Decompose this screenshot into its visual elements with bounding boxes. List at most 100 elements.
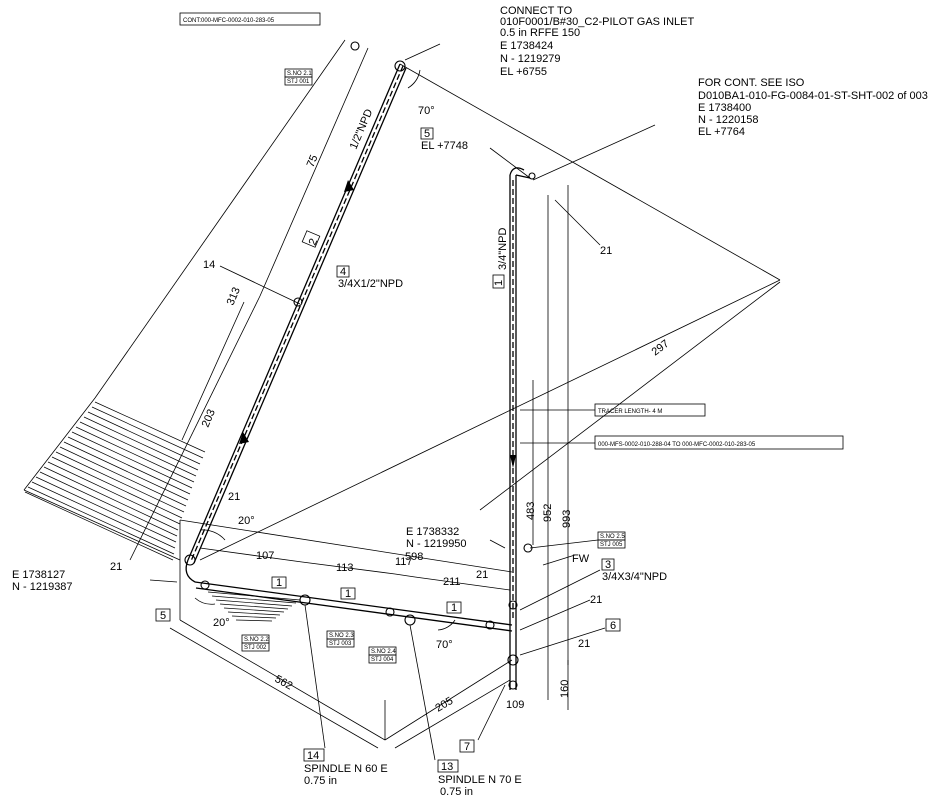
tag-4: 4 3/4X1/2"NPD	[336, 265, 403, 290]
svg-text:STJ 002: STJ 002	[244, 645, 267, 651]
dim-203: 203	[200, 408, 218, 430]
pipe-route	[185, 63, 531, 690]
slope-hatch-small	[207, 591, 301, 622]
connect-to-line2: 010F0001/B#30_C2-PILOT GAS INLET	[500, 16, 695, 28]
connect-to-line1: CONNECT TO	[500, 5, 573, 17]
svg-text:5: 5	[160, 610, 166, 622]
angle-20-upper: 20°	[238, 515, 255, 527]
dim-483: 483	[525, 502, 537, 520]
dim-21-d: 21	[600, 245, 612, 257]
svg-text:13: 13	[441, 761, 453, 773]
dim-21-c: 21	[476, 569, 488, 581]
flow-arrow-up	[344, 180, 354, 192]
weld-stamp-3: S.NO 2.3 STJ 003	[326, 630, 355, 648]
dim-75: 75	[305, 153, 321, 169]
angle-70-top: 70°	[418, 105, 435, 117]
svg-text:1: 1	[345, 588, 351, 600]
connect-to-line4: E 1738424	[500, 40, 553, 52]
flow-arrows	[239, 180, 516, 468]
spool-tag-h3: 1	[446, 601, 462, 614]
dim-21-a: 21	[228, 491, 240, 503]
tag-6: 6	[605, 618, 621, 632]
dim-313: 313	[225, 286, 243, 308]
construction-lines	[23, 39, 781, 741]
connect-to-line3: 0.5 in RFFE 150	[500, 27, 580, 39]
weld-stamp-5: S.NO 2.5 STJ 005	[597, 531, 626, 549]
tag-4-desc: 3/4X1/2"NPD	[338, 278, 403, 290]
tag-13-desc1: SPINDLE N 70 E	[438, 774, 522, 786]
svg-text:6: 6	[610, 620, 616, 632]
mid-coord-n: N - 1219950	[406, 538, 467, 550]
svg-text:000-MFS-0002-010-288-04 TO 000: 000-MFS-0002-010-288-04 TO 000-MFC-0002-…	[598, 442, 756, 448]
left-coord-n: N - 1219387	[12, 581, 73, 593]
dim-211: 211	[443, 576, 461, 588]
angle-20-lower: 20°	[213, 617, 230, 629]
svg-text:1: 1	[493, 280, 505, 286]
cont-iso-line5: EL +7764	[698, 126, 745, 138]
svg-text:STJ 005: STJ 005	[600, 542, 623, 548]
dim-109: 109	[506, 699, 524, 711]
connect-to-line5: N - 1219279	[500, 53, 561, 65]
svg-text:STJ 004: STJ 004	[371, 657, 394, 663]
svg-text:STJ 003: STJ 003	[329, 641, 352, 647]
svg-text:S.NO 2.1: S.NO 2.1	[287, 71, 312, 77]
dim-160: 160	[559, 680, 571, 698]
dim-21-b: 21	[110, 561, 122, 573]
tag-13: 13 SPINDLE N 70 E 0.75 in	[437, 759, 522, 798]
svg-text:S.NO 2.4: S.NO 2.4	[371, 649, 396, 655]
tag-13-desc2: 0.75 in	[440, 786, 473, 798]
angle-70-bottom: 70°	[436, 639, 453, 651]
svg-text:TRACER LENGTH- 4 M: TRACER LENGTH- 4 M	[598, 409, 662, 415]
svg-text:S.NO 2.3: S.NO 2.3	[329, 633, 354, 639]
svg-text:2: 2	[307, 237, 320, 247]
dimension-lines	[129, 47, 781, 761]
flow-arrow-mid	[239, 432, 249, 444]
weld-stamp-2: S.NO 2.2 STJ 002	[241, 634, 270, 652]
cont-iso-line4: N - 1220158	[698, 114, 759, 126]
dim-562: 562	[273, 673, 295, 692]
svg-text:S.NO 2.2: S.NO 2.2	[244, 637, 269, 643]
spool-tag-h1: 1	[271, 576, 287, 589]
dim-297: 297	[650, 338, 672, 359]
line-label-mfs: 000-MFS-0002-010-288-04 TO 000-MFC-0002-…	[594, 435, 844, 450]
tag-5-top: 5 EL +7748	[420, 127, 468, 152]
svg-text:STJ 001: STJ 001	[287, 79, 310, 85]
tag-5-bottom: 5	[155, 608, 171, 622]
line-label-cont-top: CONT:000-MFC-0002-010-283-05	[179, 12, 321, 26]
line-label-tracer: TRACER LENGTH- 4 M	[594, 403, 706, 417]
spool-tag-sloped: 2	[301, 230, 321, 248]
left-coord-e: E 1738127	[12, 569, 65, 581]
svg-text:S.NO 2.5: S.NO 2.5	[600, 534, 625, 540]
dim-117: 117	[395, 556, 413, 568]
dim-14: 14	[203, 259, 215, 271]
svg-text:14: 14	[307, 750, 319, 762]
svg-text:1: 1	[451, 602, 457, 614]
connect-to-line6: EL +6755	[500, 66, 547, 78]
tag-14-desc2: 0.75 in	[304, 775, 337, 787]
tag-5-el: EL +7748	[421, 140, 468, 152]
flow-arrow-down	[510, 455, 516, 468]
spool-tag-h2: 1	[340, 587, 356, 600]
tag-14-desc1: SPINDLE N 60 E	[304, 763, 388, 775]
svg-text:4: 4	[340, 266, 346, 278]
svg-text:CONT:000-MFC-0002-010-283-05: CONT:000-MFC-0002-010-283-05	[183, 18, 275, 24]
dim-21-e: 21	[590, 594, 602, 606]
slope-hatch	[23, 397, 206, 561]
weld-stamp-1: S.NO 2.1 STJ 001	[284, 68, 313, 86]
dim-993: 993	[561, 510, 573, 528]
dim-107: 107	[256, 550, 274, 562]
tag-14: 14 SPINDLE N 60 E 0.75 in	[303, 748, 388, 787]
dim-21-f: 21	[578, 638, 590, 650]
weld-stamp-4: S.NO 2.4 STJ 004	[368, 646, 397, 664]
connect-to-note: CONNECT TO 010F0001/B#30_C2-PILOT GAS IN…	[500, 5, 695, 78]
cont-iso-line1: FOR CONT. SEE ISO	[698, 77, 805, 89]
svg-text:5: 5	[424, 128, 430, 140]
cont-iso-line3: E 1738400	[698, 102, 751, 114]
svg-text:7: 7	[464, 741, 470, 753]
spool-tag-vertical: 1	[492, 274, 505, 289]
tag-3-desc: 3/4X3/4"NPD	[602, 571, 667, 583]
dim-598: 598	[405, 551, 423, 563]
pipe-size-half: 1/2"NPD	[348, 107, 376, 151]
dim-113: 113	[336, 562, 354, 574]
